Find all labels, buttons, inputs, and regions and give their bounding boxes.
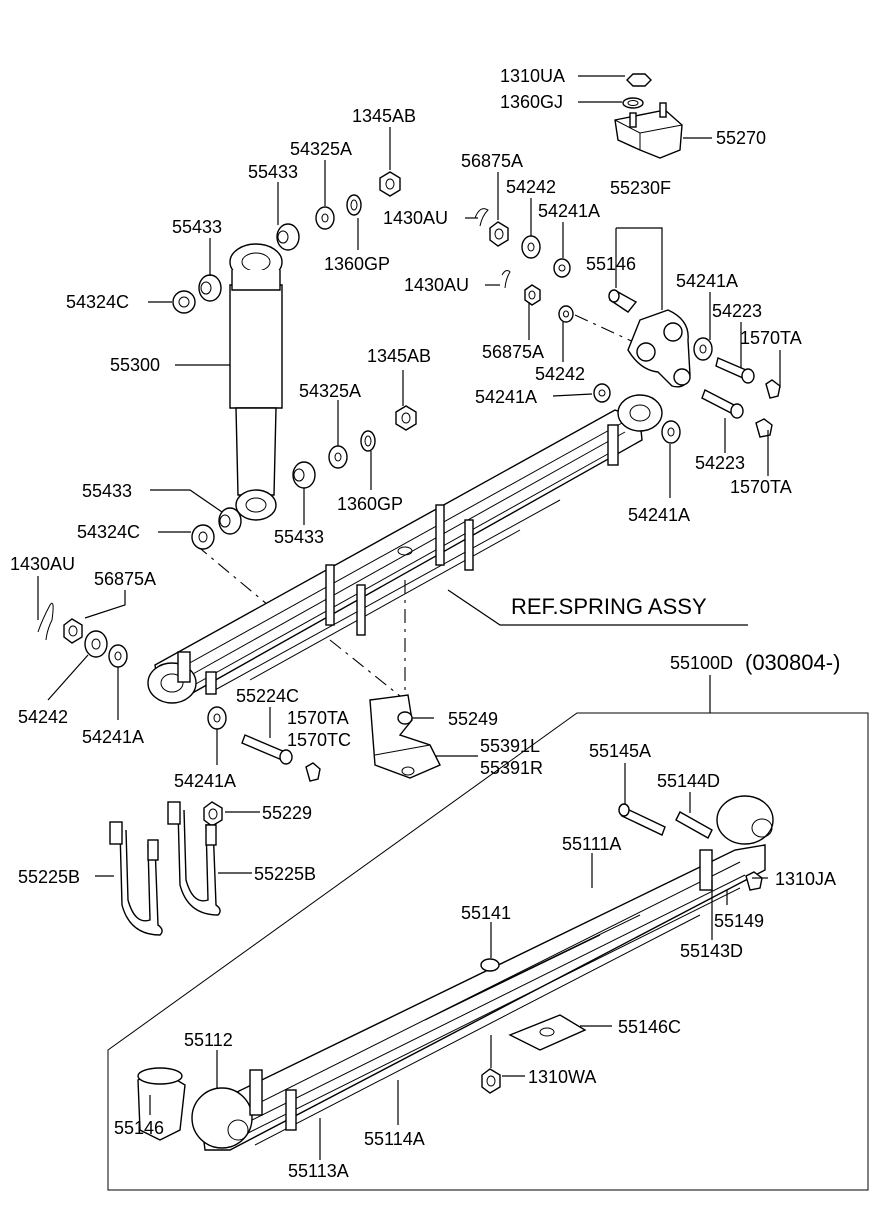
lower-shock-hardware [191,405,417,550]
label-54241A-e: 54241A [82,727,144,747]
label-54223-b: 54223 [695,453,745,473]
label-55433-c: 55433 [82,481,132,501]
label-55100D-range: (030804-) [745,650,840,675]
label-55270: 55270 [716,128,766,148]
label-1570TA-a: 1570TA [740,328,802,348]
label-1360GP-mid: 1360GP [337,494,403,514]
label-55114A: 55114A [364,1129,425,1149]
front-eye-hardware [37,602,128,668]
part-labels: 1310UA 1360GJ 55270 1345AB 54325A 55433 … [10,66,840,1181]
label-55111A: 55111A [562,834,621,854]
label-55146C: 55146C [618,1017,681,1037]
label-1570TA-b: 1570TA [730,477,792,497]
u-bolts [109,801,221,936]
label-1360GJ: 1360GJ [500,92,563,112]
label-55391R: 55391R [480,758,543,778]
label-55144D: 55144D [657,771,720,791]
label-55149: 55149 [714,911,764,931]
shock-absorber [229,243,283,521]
label-55224C: 55224C [236,686,299,706]
label-1430AU-a: 1430AU [383,208,448,228]
label-54324C-mid: 54324C [77,522,140,542]
shackle-hardware [474,208,781,444]
label-55229: 55229 [262,803,312,823]
label-55391L: 55391L [480,736,540,756]
spring-assy-box [107,712,869,1191]
spring-seat-hardware [203,694,441,827]
label-1345AB-mid: 1345AB [367,346,431,366]
label-54241A-d: 54241A [628,505,690,525]
label-1345AB-top: 1345AB [352,106,416,126]
upper-shock-hardware [172,171,401,314]
label-1430AU-c: 1430AU [10,554,75,574]
label-55225B-a: 55225B [18,867,80,887]
label-54324C-top: 54324C [66,292,129,312]
label-55433-d: 55433 [274,527,324,547]
label-55100D: 55100D [670,653,733,673]
label-55143D: 55143D [680,941,743,961]
label-54241A-f: 54241A [174,771,236,791]
label-1570TA-c: 1570TA [287,708,349,728]
label-1310UA: 1310UA [500,66,565,86]
lower-leaf-spring [137,795,774,1151]
label-54325A-top: 54325A [290,139,352,159]
label-54223-a: 54223 [712,301,762,321]
label-54241A-a: 54241A [538,201,600,221]
label-56875A-left: 56875A [94,569,156,589]
label-54241A-c: 54241A [475,387,537,407]
label-54241A-b: 54241A [676,271,738,291]
label-54242-left: 54242 [18,707,68,727]
label-54242-mid: 54242 [535,364,585,384]
label-55249: 55249 [448,709,498,729]
label-55146-bot: 55146 [114,1118,164,1138]
label-55146-top: 55146 [586,254,636,274]
label-55112: 55112 [184,1030,233,1050]
label-55230F: 55230F [610,178,671,198]
label-55300: 55300 [110,355,160,375]
label-1310WA: 1310WA [528,1067,596,1087]
label-1360GP-top: 1360GP [324,254,390,274]
label-55145A: 55145A [589,741,651,761]
label-55225B-b: 55225B [254,864,316,884]
label-ref-spring-assy: REF.SPRING ASSY [511,594,707,619]
label-54242-top: 54242 [506,177,556,197]
label-55141: 55141 [461,903,511,923]
upper-leaf-spring [147,394,663,704]
label-55113A: 55113A [288,1161,349,1181]
leader-lines [37,75,781,1160]
label-54325A-mid: 54325A [299,381,361,401]
label-55433-a: 55433 [248,162,298,182]
label-55433-b: 55433 [172,217,222,237]
upper-mount-bracket [614,73,683,159]
label-1570TC: 1570TC [287,730,351,750]
label-1310JA: 1310JA [775,869,836,889]
label-56875A-top: 56875A [461,151,523,171]
label-56875A-mid: 56875A [482,342,544,362]
label-1430AU-b: 1430AU [404,275,469,295]
